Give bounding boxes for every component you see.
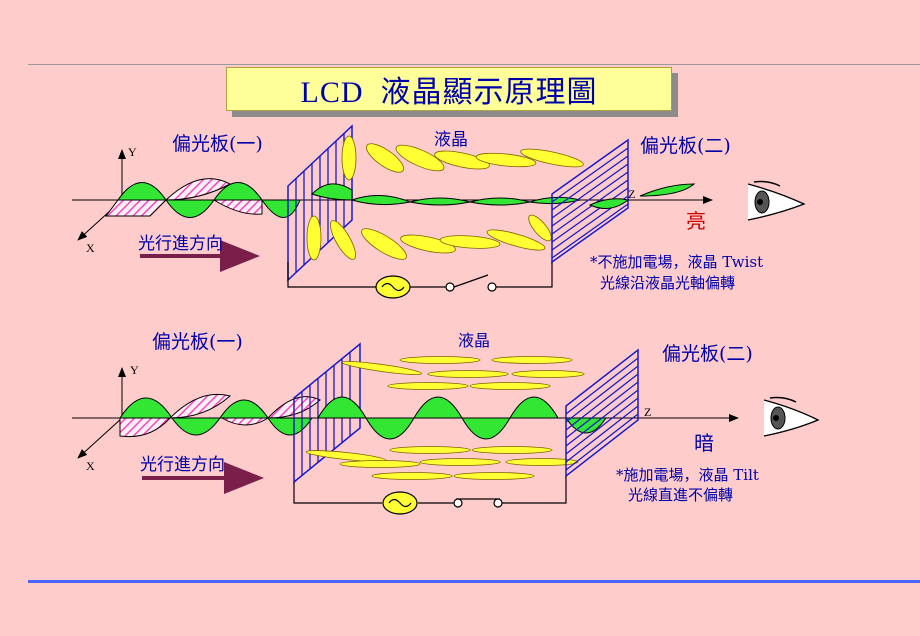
bottom-circuit <box>293 476 567 504</box>
top-note-line1: *不施加電場，液晶 Twist <box>590 253 763 271</box>
bottom-crystals-lower <box>305 446 579 480</box>
bottom-y-label: Y <box>130 363 139 377</box>
bottom-straight-wave <box>317 396 607 440</box>
bottom-note-line2: 光線直進不偏轉 <box>628 486 733 504</box>
bottom-eye-icon <box>763 396 820 437</box>
top-rule <box>28 64 920 65</box>
top-light-direction-label: 光行進方向 <box>138 234 223 254</box>
top-exit-wave <box>588 183 696 210</box>
top-liquid-crystal-label: 液晶 <box>434 130 468 150</box>
top-note-line2: 光線沿液晶光軸偏轉 <box>600 274 735 292</box>
bottom-crystals-upper <box>341 356 585 390</box>
bottom-ac-source-icon <box>382 491 418 515</box>
bottom-polarizer2-label: 偏光板(二) <box>662 343 753 365</box>
bottom-z-label: Z <box>644 405 651 419</box>
top-eye-icon <box>747 180 806 221</box>
bottom-polarizer1-label: 偏光板(一) <box>152 331 243 353</box>
top-result-label: 亮 <box>686 209 706 233</box>
bottom-switch-icon <box>453 498 503 508</box>
top-ac-source-icon <box>375 275 411 299</box>
top-polarizer1-label: 偏光板(一) <box>172 133 263 155</box>
bottom-liquid-crystal-label: 液晶 <box>458 331 490 350</box>
bottom-result-label: 暗 <box>694 431 714 455</box>
top-z-label: Z <box>628 187 635 201</box>
top-polarizer2-label: 偏光板(二) <box>640 135 731 157</box>
top-circuit <box>287 262 553 288</box>
bottom-rule <box>28 580 920 583</box>
top-incoming-wave <box>105 178 301 218</box>
top-x-label: X <box>86 241 95 255</box>
bottom-note-line1: *施加電場，液晶 Tilt <box>616 466 759 484</box>
top-crystals-lower <box>306 214 552 261</box>
bottom-polarizer-2 <box>565 348 639 478</box>
top-diagram: Y X Z <box>72 124 806 299</box>
page-title: LCD 液晶顯示原理圖 <box>226 67 672 111</box>
bottom-x-axis <box>77 417 123 459</box>
bottom-incoming-wave <box>119 393 321 438</box>
bottom-light-direction-label: 光行進方向 <box>140 455 225 475</box>
top-switch-icon <box>445 282 497 292</box>
top-y-label: Y <box>128 145 137 159</box>
bottom-x-label: X <box>86 459 95 473</box>
bottom-diagram: Y X Z <box>72 331 820 515</box>
top-crystals-upper <box>341 135 584 181</box>
